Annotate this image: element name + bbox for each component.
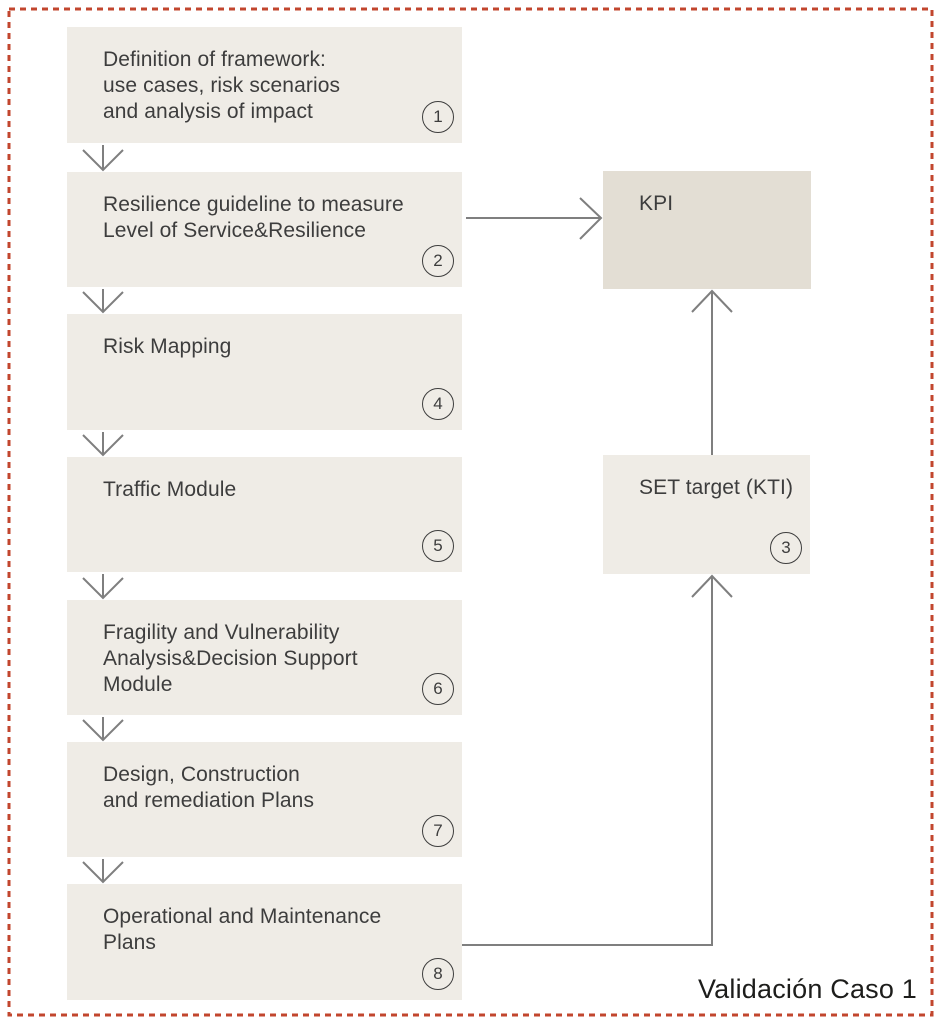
step-number-badge: 4 [422,388,454,420]
step-label: Resilience guideline to measure Level of… [103,193,404,242]
step-label: Traffic Module [103,478,237,501]
step-number-badge: 3 [770,532,802,564]
set-target-label: SET target (KTI) [639,476,794,499]
connector-step8-to-set-target [462,574,733,946]
step-number-badge: 1 [422,101,454,133]
step-label: Definition of framework: use cases, risk… [103,48,341,123]
step-label: Design, Construction and remediation Pla… [103,763,315,812]
set-target-box: SET target (KTI) 3 [603,455,810,574]
kpi-label: KPI [639,192,674,215]
step-box-operational-maintenance: Operational and Maintenance Plans 8 [67,884,462,1000]
arrow-down-step6-to-step7 [82,717,124,742]
arrow-down-step4-to-step5 [82,432,124,457]
step-box-traffic-module: Traffic Module 5 [67,457,462,572]
caption-validacion-caso: Validación Caso 1 [697,974,917,1004]
step-label: Risk Mapping [103,335,232,358]
step-box-risk-mapping: Risk Mapping 4 [67,314,462,430]
arrow-down-step2-to-step4 [82,289,124,314]
step-box-fragility-vulnerability: Fragility and Vulnerability Analysis&Dec… [67,600,462,715]
step-number-badge: 6 [422,673,454,705]
arrow-set-target-to-kpi [691,289,733,455]
step-label: Operational and Maintenance Plans [103,905,382,954]
arrow-down-step1-to-step2 [82,145,124,172]
step-label: Fragility and Vulnerability Analysis&Dec… [103,621,358,696]
step-box-definition-of-framework: Definition of framework: use cases, risk… [67,27,462,143]
dashed-frame-border [7,7,934,1017]
step-number-badge: 5 [422,530,454,562]
step-box-design-construction: Design, Construction and remediation Pla… [67,742,462,857]
step-box-resilience-guideline: Resilience guideline to measure Level of… [67,172,462,287]
arrow-down-step5-to-step6 [82,574,124,600]
kpi-box: KPI [603,171,811,289]
step-number-badge: 7 [422,815,454,847]
arrow-down-step7-to-step8 [82,859,124,884]
arrow-step2-to-kpi [466,197,603,240]
step-number-badge: 8 [422,958,454,990]
step-number-badge: 2 [422,245,454,277]
